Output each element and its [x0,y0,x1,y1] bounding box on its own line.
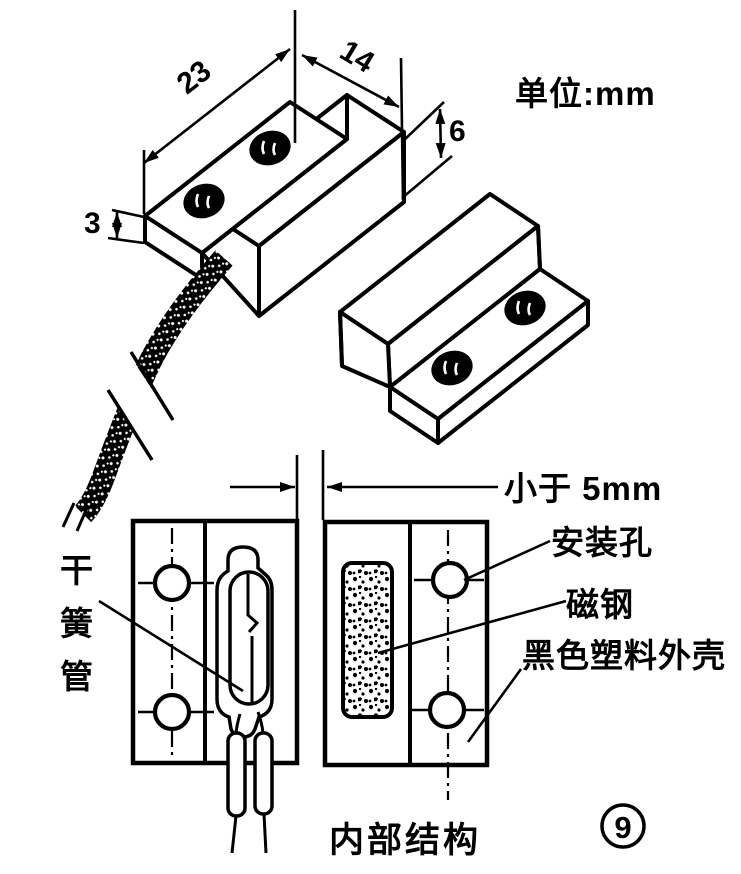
magnet-module-isometric [338,192,590,445]
lead-sleeve [253,731,274,816]
caption: 内部结构 [329,821,481,860]
lead-wire-tips [230,813,268,854]
screw-hole [504,290,546,326]
leader-reed-switch [98,599,244,693]
dim-label-3: 3 [84,207,101,240]
figure-number-badge: 9 [600,803,646,849]
mounting-hole [430,560,470,600]
svg-text:簧: 簧 [60,605,94,642]
magnet-module-right-edges [338,225,590,367]
dim-label-6: 6 [449,115,466,148]
gap-label: 小于 5mm [504,470,662,507]
cable-wire-tips [61,502,89,532]
extension-line [399,57,405,201]
svg-text:管: 管 [60,658,94,695]
reed-switch-capsule [215,545,274,854]
extension-line [401,155,453,199]
cable-break-icon [106,351,175,461]
extension-line [107,236,145,245]
reed-unit-internal-view [130,518,300,854]
dim-label-14: 14 [334,34,380,80]
leader-mounting-hole [463,539,551,582]
extension-line [401,101,445,143]
lead-sleeve [226,731,247,818]
magnet-bar [341,561,394,719]
magnet-module-flange-end-face [388,385,440,445]
leader-lines [98,539,567,743]
reed-inner-capsule [228,570,270,706]
svg-text:干: 干 [60,552,94,589]
magnet-module-screw-holes [431,290,546,386]
dimension-lines [107,10,453,245]
mounting-hole [152,692,192,732]
reed-contact-blades [246,574,260,702]
mounting-hole [152,563,192,603]
leader-housing [466,668,523,743]
mounting-hole-label: 安装孔 [551,524,653,561]
dim-label-23: 23 [171,54,218,101]
leader-magnet [377,599,567,655]
dim-line-14 [301,53,400,109]
screw-hole [431,350,473,386]
mounting-hole [427,690,467,730]
unit-label: 单位:mm [515,75,656,112]
cable-break-gap [107,354,172,460]
cable [61,250,233,532]
screw-hole [183,183,225,219]
housing-label: 黑色塑料外壳 [522,637,726,674]
reed-module-front-face [257,130,406,318]
gap-dimension [230,450,498,520]
dim-line-23 [143,47,291,165]
figure-number: 9 [614,810,631,845]
extension-line [111,208,145,219]
magnet-unit-internal-view [322,519,490,800]
reed-switch-label: 干 簧 管 [60,552,94,695]
dim-line-6 [435,108,446,159]
magnet-label: 磁钢 [566,586,634,623]
figure-number-circle [600,803,646,849]
